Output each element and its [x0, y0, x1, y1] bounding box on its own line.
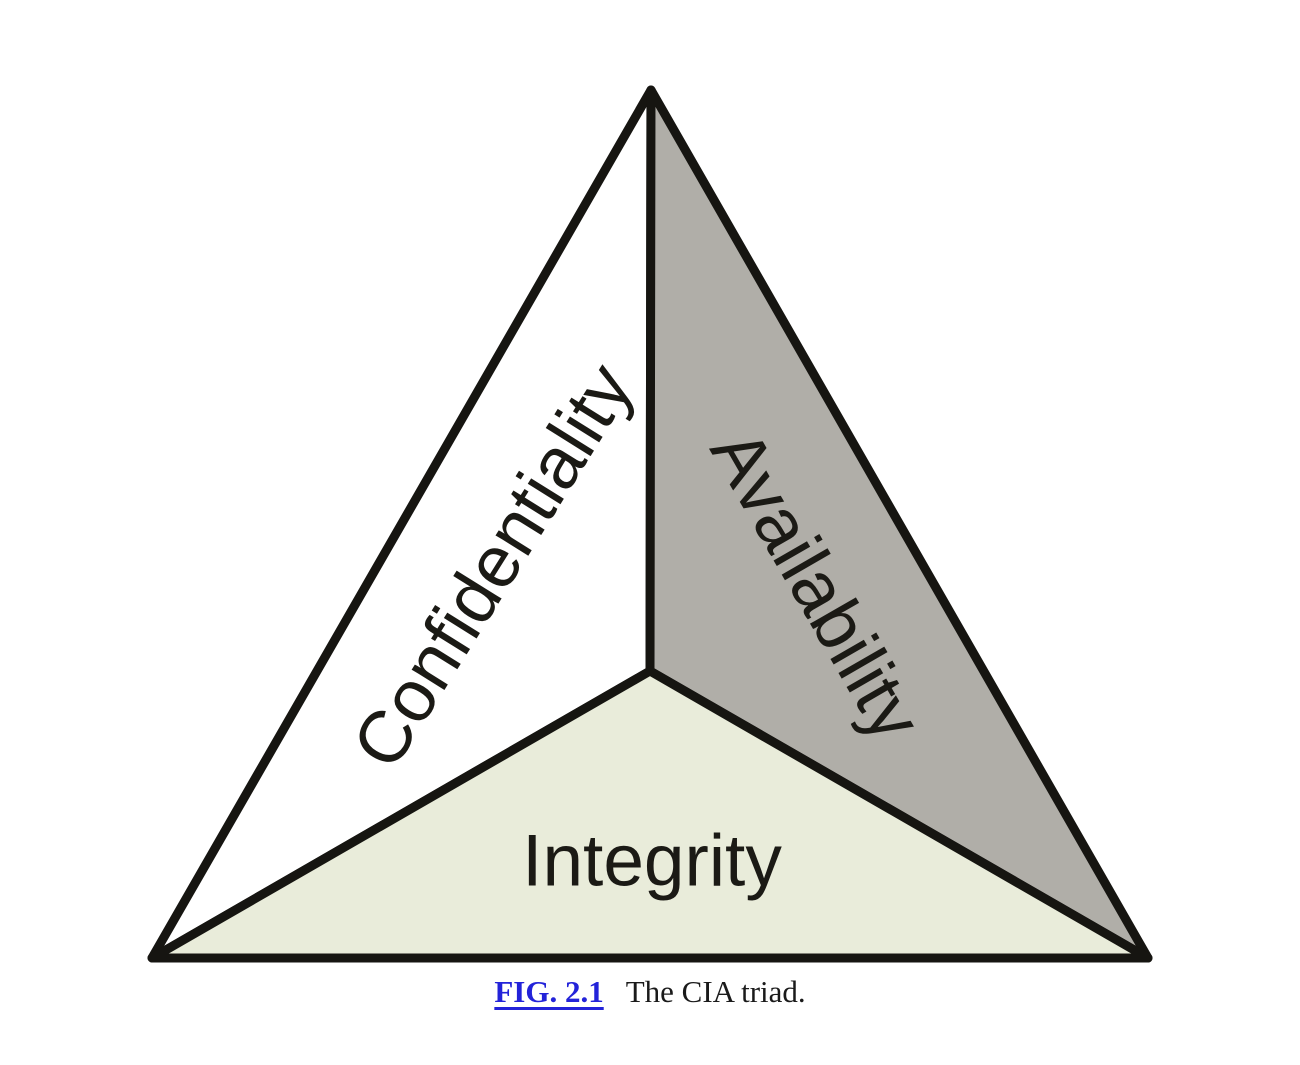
figure-caption-link[interactable]: FIG. 2.1: [494, 974, 604, 1009]
figure-caption: FIG. 2.1 The CIA triad.: [0, 972, 1300, 1012]
integrity-label: Integrity: [522, 820, 782, 902]
integrity-region: [147, 666, 1153, 963]
figure-caption-text: The CIA triad.: [625, 974, 806, 1009]
